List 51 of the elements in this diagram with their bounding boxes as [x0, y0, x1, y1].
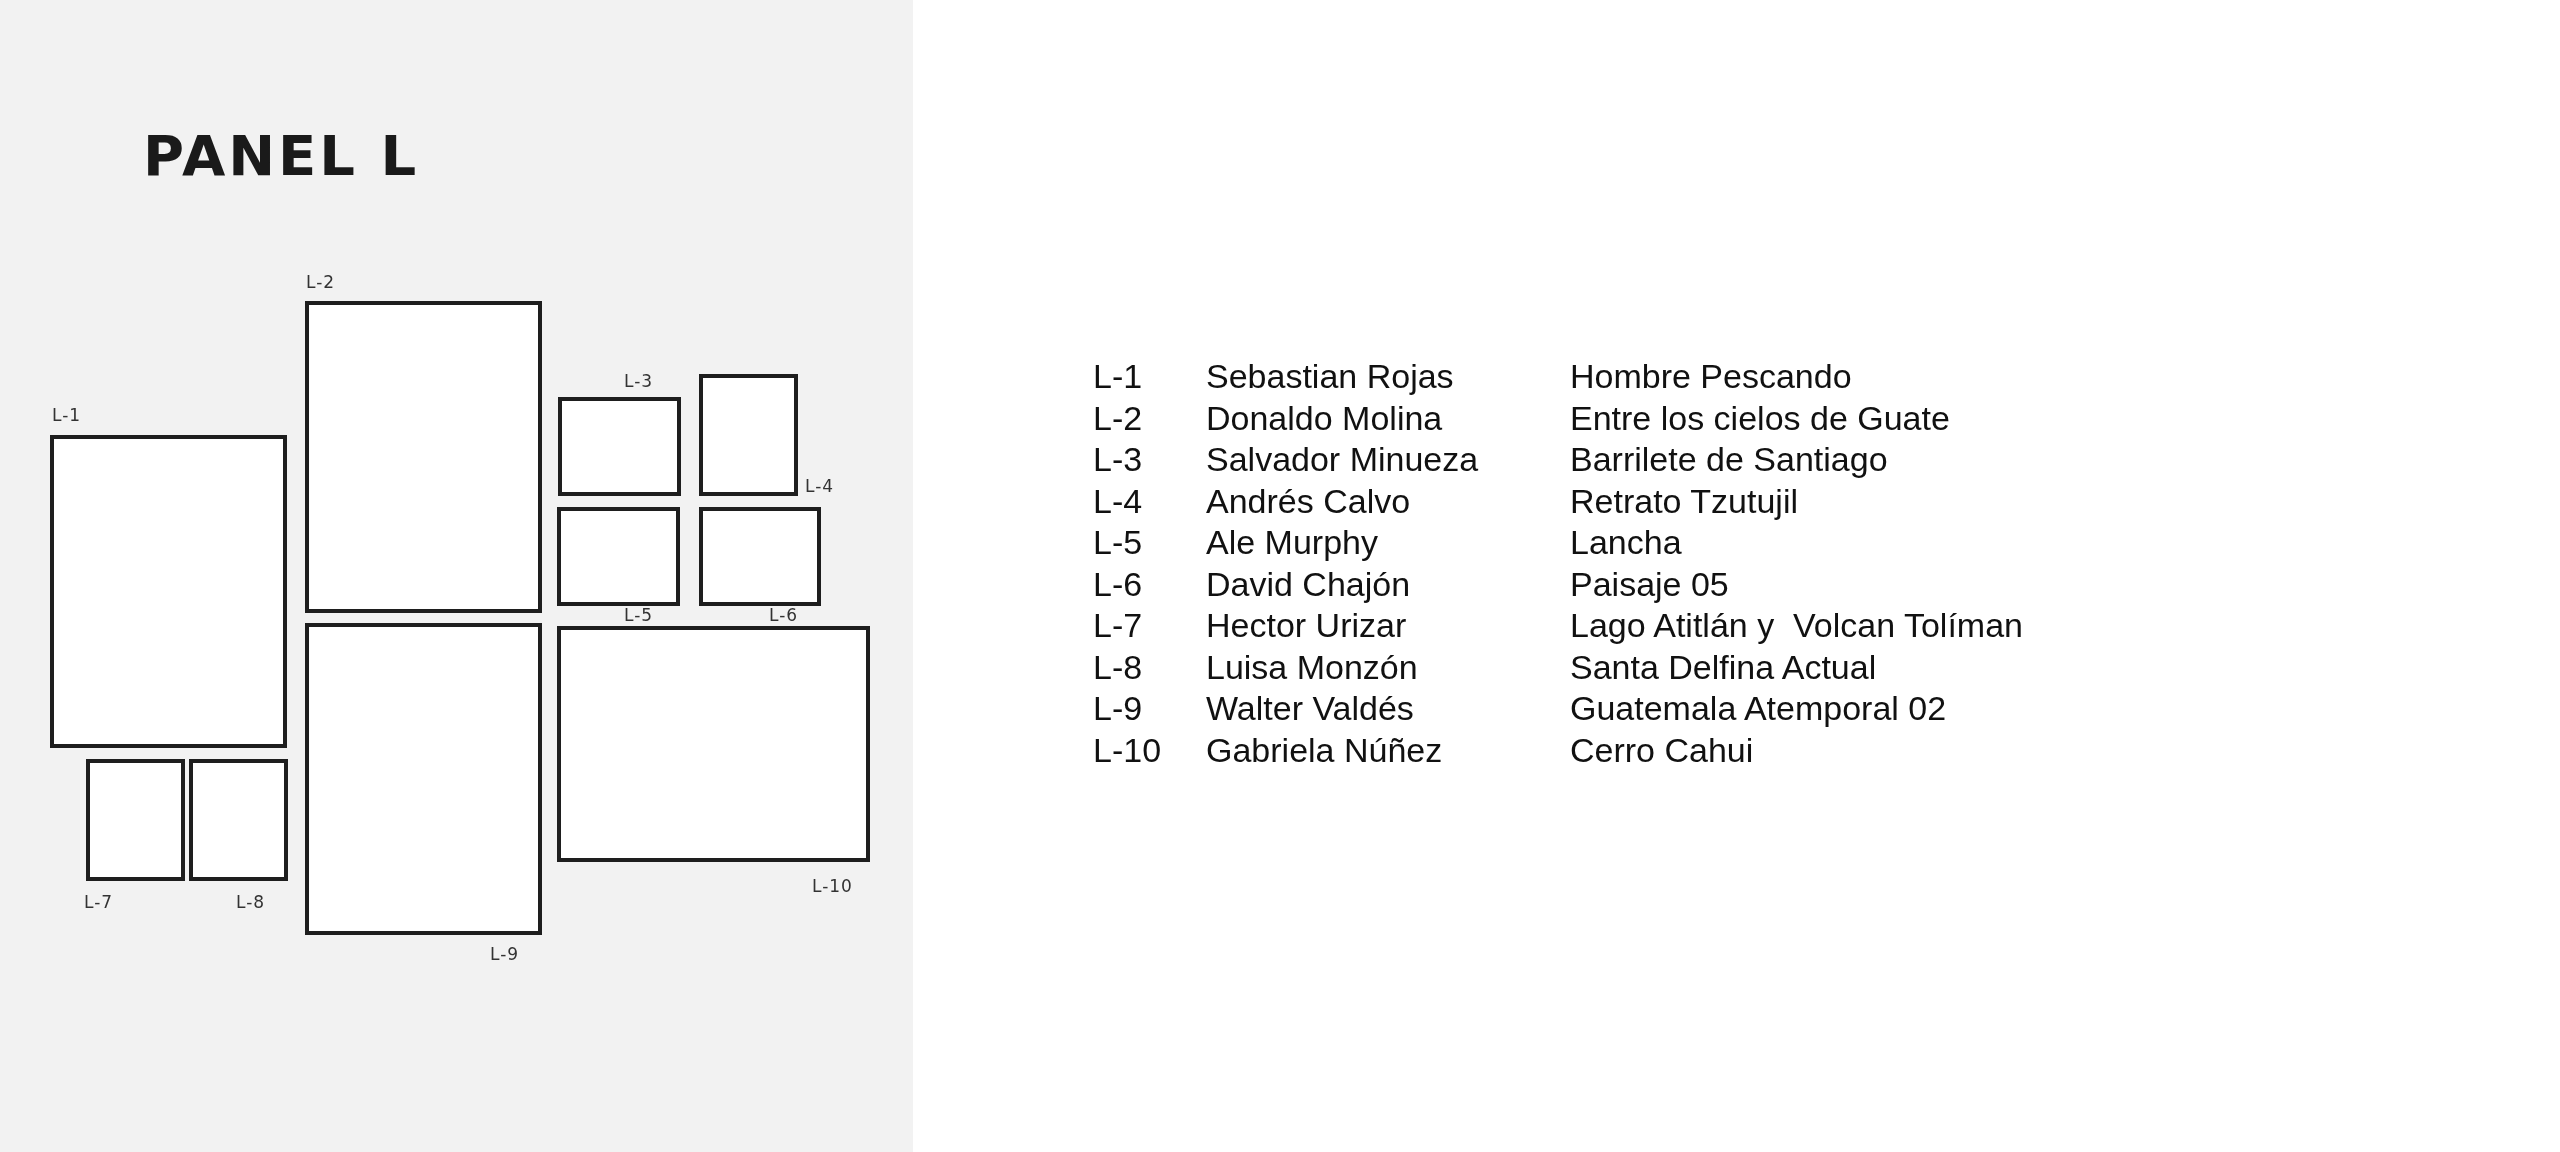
- picture-frame: [305, 623, 542, 935]
- artist-cell-text: Gabriela Núñez: [1206, 729, 1444, 771]
- frame-number: L-7: [84, 894, 114, 911]
- number-cell-text: L-7: [1093, 605, 1144, 646]
- frame-number: L-5: [624, 607, 654, 624]
- frame-number: L-1: [52, 407, 82, 424]
- title-cell-text: Retrato Tzutujil: [1570, 480, 1800, 522]
- picture-frame: [699, 507, 821, 606]
- number-cell-text: L-10: [1093, 729, 1163, 771]
- artist-cell-text: Sebastian Rojas: [1206, 356, 1455, 397]
- picture-frame: [50, 435, 287, 748]
- title-cell-text: Barrilete de Santiago: [1570, 439, 1889, 480]
- picture-frame: [699, 374, 798, 496]
- frame-number: L-3: [624, 373, 654, 390]
- frame-number: L-2: [306, 274, 336, 291]
- frame-number: L-9: [490, 946, 520, 963]
- number-cell-text: L-2: [1093, 397, 1144, 439]
- number-cell-text: L-5: [1093, 522, 1144, 563]
- artist-cell-text: Donaldo Molina: [1206, 397, 1444, 439]
- title-cell-text: Paisaje 05: [1570, 563, 1730, 605]
- number-cell-text: L-9: [1093, 688, 1144, 729]
- artist-cell-text: Andrés Calvo: [1206, 480, 1412, 522]
- frame-number: L-4: [805, 478, 835, 495]
- frame-number: L-6: [769, 607, 799, 624]
- frame-number: L-8: [236, 894, 266, 911]
- frame-number: L-10: [812, 878, 853, 895]
- picture-frame: [189, 759, 288, 881]
- title-cell-text: Guatemala Atemporal 02: [1570, 688, 1948, 729]
- artist-cell-text: Ale Murphy: [1206, 522, 1379, 563]
- panel-title: PANEL L: [143, 128, 420, 184]
- picture-frame: [305, 301, 542, 613]
- number-cell-text: L-3: [1093, 439, 1144, 480]
- number-cell-text: L-4: [1093, 480, 1144, 522]
- artist-cell-text: Salvador Minueza: [1206, 439, 1480, 480]
- title-cell-text: Cerro Cahui: [1570, 729, 1755, 771]
- artist-cell-text: David Chajón: [1206, 563, 1412, 605]
- picture-frame: [557, 507, 680, 606]
- title-cell-text: Lago Atitlán y Volcan Tolíman: [1570, 605, 2023, 646]
- number-cell-text: L-6: [1093, 563, 1144, 605]
- title-cell-text: Santa Delfina Actual: [1570, 646, 1878, 688]
- picture-frame: [86, 759, 185, 881]
- title-cell-text: Hombre Pescando: [1570, 356, 1853, 397]
- title-cell-text: Entre los cielos de Guate: [1570, 397, 1951, 439]
- number-cell-text: L-1: [1093, 356, 1144, 397]
- artist-cell-text: Walter Valdés: [1206, 688, 1415, 729]
- artist-cell-text: Luisa Monzón: [1206, 646, 1419, 688]
- title-cell-text: Lancha: [1570, 522, 1683, 563]
- number-cell-text: L-8: [1093, 646, 1144, 688]
- picture-frame: [558, 397, 681, 496]
- artist-cell-text: Hector Urizar: [1206, 605, 1408, 646]
- picture-frame: [557, 626, 870, 862]
